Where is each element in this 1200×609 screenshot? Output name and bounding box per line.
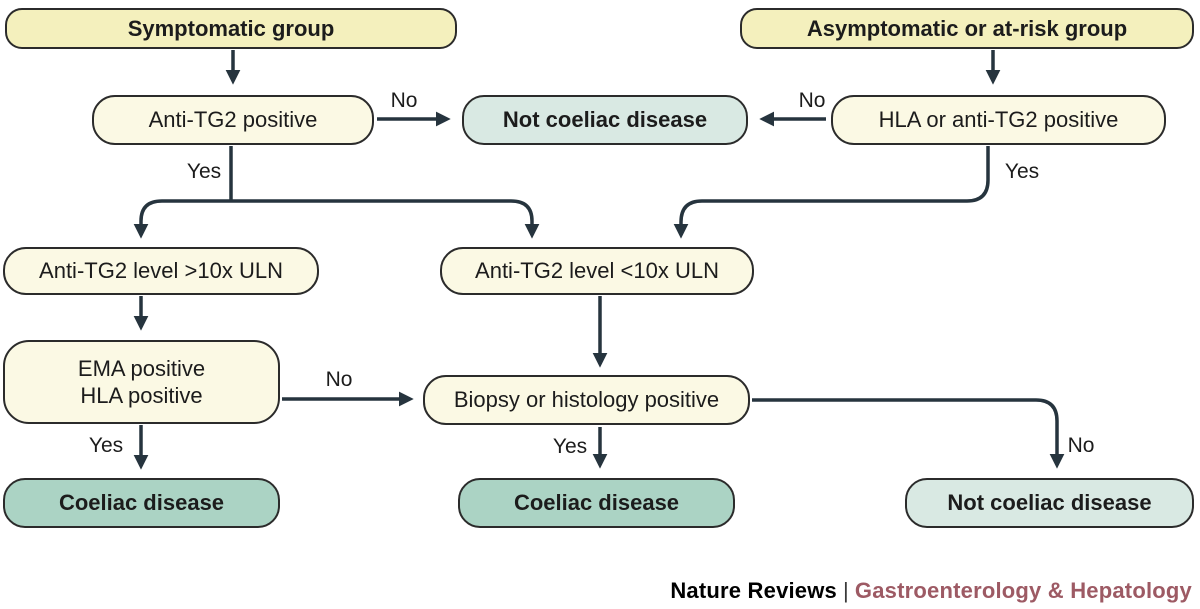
journal-brand: Nature Reviews — [670, 578, 837, 603]
node-anti-tg2-positive: Anti-TG2 positive — [92, 95, 374, 145]
node-asymptomatic-group: Asymptomatic or at-risk group — [740, 8, 1194, 49]
edge-label-yes-hla: Yes — [1004, 160, 1040, 183]
journal-divider: | — [843, 578, 849, 603]
node-not-coeliac-disease-top: Not coeliac disease — [462, 95, 748, 145]
node-anti-tg2-lt10x-uln: Anti-TG2 level <10x ULN — [440, 247, 754, 295]
arrow-branch-to-gt10x — [133, 199, 231, 239]
node-symptomatic-group: Symptomatic group — [5, 8, 457, 49]
journal-name: Gastroenterology & Hepatology — [854, 578, 1192, 603]
edge-label-no-biopsy: No — [1067, 434, 1095, 457]
edge-label-yes-ema: Yes — [88, 434, 124, 457]
node-coeliac-disease-left: Coeliac disease — [3, 478, 280, 528]
edge-label-no-ema: No — [325, 368, 353, 391]
journal-credit: Nature Reviews|Gastroenterology & Hepato… — [670, 578, 1192, 604]
node-hla-or-anti-tg2-positive: HLA or anti-TG2 positive — [831, 95, 1166, 145]
edge-label-no-antitg2: No — [390, 89, 418, 112]
arrow-hla-yes-to-lt10x — [673, 146, 990, 239]
node-ema-hla-positive: EMA positive HLA positive — [3, 340, 280, 424]
node-coeliac-disease-mid: Coeliac disease — [458, 478, 735, 528]
edge-label-yes-biopsy: Yes — [552, 435, 588, 458]
arrow-branch-to-lt10x — [231, 199, 540, 239]
node-biopsy-histology-positive: Biopsy or histology positive — [423, 375, 750, 425]
node-anti-tg2-gt10x-uln: Anti-TG2 level >10x ULN — [3, 247, 319, 295]
arrow-biopsy-no-to-notcoeliac — [752, 398, 1065, 469]
edge-label-yes-antitg2: Yes — [186, 160, 222, 183]
edge-label-no-hla: No — [798, 89, 826, 112]
node-not-coeliac-disease-bottom: Not coeliac disease — [905, 478, 1194, 528]
